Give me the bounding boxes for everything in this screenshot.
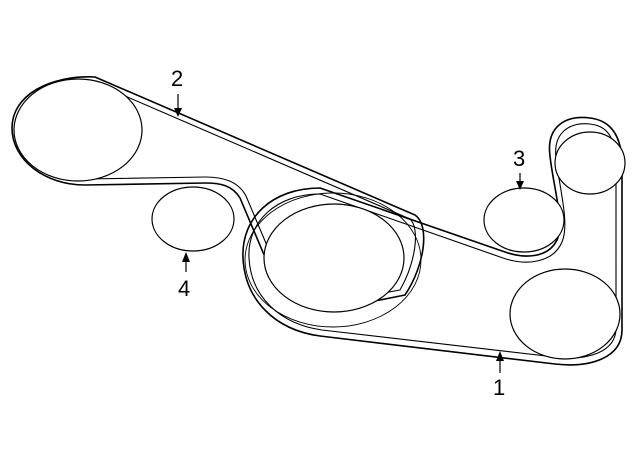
pulley-upper-right xyxy=(554,131,626,195)
callout-3-label: 3 xyxy=(513,146,525,171)
callout-1-label: 1 xyxy=(493,375,505,400)
callout-4-label: 4 xyxy=(178,276,190,301)
pulley-lower-right xyxy=(509,268,621,360)
tensioner-pulley-3 xyxy=(483,187,565,253)
callout-2-label: 2 xyxy=(171,66,183,91)
crankshaft-pulley xyxy=(263,203,405,313)
callout-2-arrowhead xyxy=(174,108,182,117)
pulley-upper-left xyxy=(13,78,143,182)
accessory-belt-outer xyxy=(11,76,425,304)
callout-1-arrowhead xyxy=(496,351,504,361)
idler-pulley-4 xyxy=(151,186,235,252)
callout-3-arrowhead xyxy=(516,181,524,190)
crankshaft-pulley-outer xyxy=(244,192,422,328)
callout-4-arrowhead xyxy=(182,252,190,262)
